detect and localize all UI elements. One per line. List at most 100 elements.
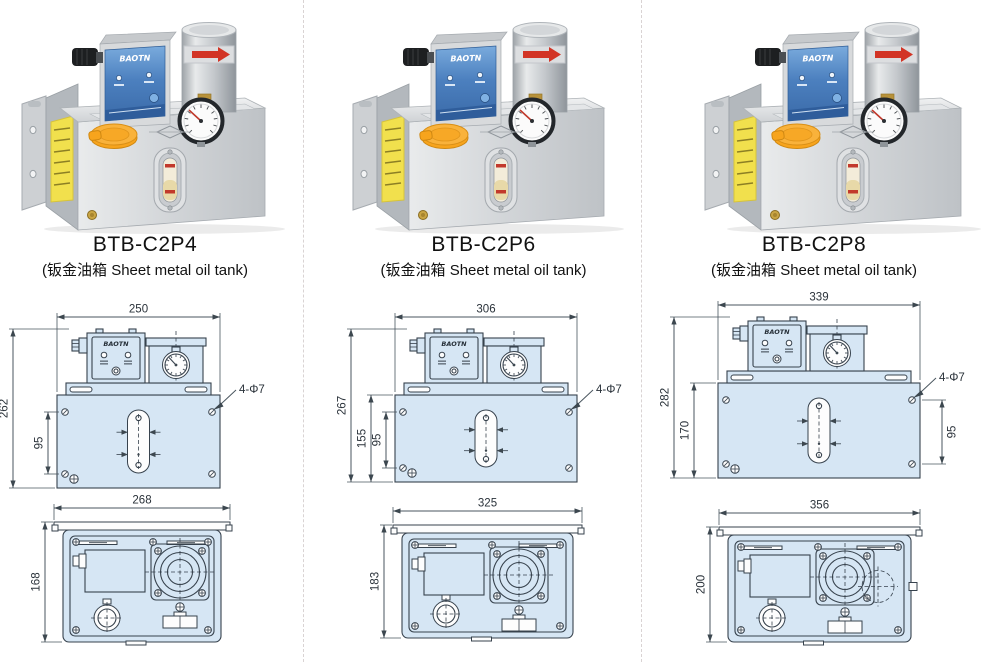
- mounting-hole: [908, 460, 916, 468]
- mounting-hole: [399, 464, 407, 472]
- mounting-plate: [65, 382, 212, 396]
- oil-level-window: [484, 147, 518, 213]
- top-depth-dim-label: 168: [31, 572, 43, 591]
- brand-logo-text: BAOTN: [103, 340, 129, 348]
- column-divider: [641, 0, 642, 662]
- top-view-svg: 356 200: [696, 500, 923, 646]
- screw: [537, 592, 545, 600]
- front-tank-height-dim-label: 170: [680, 421, 692, 440]
- product-photo: BAOTN: [333, 2, 633, 234]
- drain-plug: [87, 210, 97, 220]
- power-indicator: [116, 75, 122, 81]
- cable-gland-top: [72, 553, 87, 569]
- control-box-top: [423, 552, 485, 596]
- indicator-lights: [761, 339, 793, 353]
- top-view-drawing: 268 168: [0, 495, 303, 662]
- mounting-plate: [726, 370, 912, 384]
- top-plate-outline: [734, 540, 905, 637]
- mounting-hole: [722, 396, 730, 404]
- front-width-dim-label: 339: [809, 292, 828, 304]
- control-box-top: [84, 549, 146, 593]
- cable-gland-top: [737, 558, 752, 574]
- oil-level-window: [153, 147, 187, 213]
- screw: [493, 592, 501, 600]
- mounting-hole: [61, 408, 69, 416]
- drain-plug: [770, 210, 780, 220]
- control-unit: BAOTN: [732, 316, 807, 372]
- cable-gland: [71, 337, 88, 354]
- filler-cap-top: [756, 598, 788, 634]
- mounting-hole: [565, 408, 573, 416]
- product-model-name: BTB-C2P8: [761, 233, 867, 256]
- red-arrow-label: [875, 47, 913, 62]
- screw: [894, 626, 902, 634]
- mounting-hole: [722, 460, 730, 468]
- control-panel: BAOTN: [782, 31, 860, 129]
- filler-cap-top: [430, 594, 462, 630]
- front-width-dim: 250: [57, 304, 220, 320]
- tank-left-face: [376, 83, 410, 231]
- control-button: [111, 366, 121, 376]
- front-width-dim-label: 250: [129, 304, 148, 316]
- outlet-fitting: [162, 602, 198, 629]
- outlet-fitting: [501, 605, 537, 632]
- screw: [72, 626, 80, 634]
- drain-plug: [69, 474, 79, 484]
- control-panel: BAOTN: [99, 31, 177, 129]
- front-hole-spacing-dim-label: 95: [34, 437, 46, 450]
- control-unit: BAOTN: [71, 328, 146, 384]
- cable-gland: [403, 48, 434, 66]
- front-hole-spacing-dim: 95: [372, 412, 389, 468]
- screw: [154, 589, 162, 597]
- bottom-tab: [471, 636, 492, 642]
- pressure-gauge: [162, 346, 190, 379]
- screw: [488, 541, 496, 549]
- front-width-dim-label: 306: [476, 304, 495, 316]
- cable-gland: [72, 48, 103, 66]
- oil-level-sight-glass: [464, 409, 508, 468]
- top-width-dim: 268: [54, 495, 230, 511]
- brand-logo-text: BAOTN: [450, 53, 482, 63]
- panel-button: [832, 93, 842, 103]
- top-depth-dim-label: 200: [696, 575, 708, 594]
- screw: [411, 622, 419, 630]
- power-indicator: [799, 75, 805, 81]
- top-width-dim: 356: [719, 500, 920, 516]
- brand-logo-text: BAOTN: [802, 53, 834, 63]
- front-tank-height-dim-label: 155: [357, 429, 369, 448]
- cable-gland-top: [411, 556, 426, 572]
- motor-top: [145, 538, 215, 606]
- front-width-dim: 339: [718, 292, 920, 308]
- filler-cap-top: [91, 598, 123, 634]
- drain-plug: [418, 210, 428, 220]
- top-depth-dim: 168: [31, 522, 48, 642]
- drain-plug: [730, 464, 740, 474]
- top-width-dim-label: 356: [810, 500, 829, 512]
- filler-cap: [419, 123, 469, 149]
- mounting-hole: [208, 408, 216, 416]
- panel-button: [480, 93, 490, 103]
- mounting-hole: [908, 396, 916, 404]
- product-subtitle: (钣金油箱 Sheet metal oil tank): [711, 262, 917, 279]
- screw: [556, 622, 564, 630]
- top-depth-dim: 183: [370, 525, 387, 638]
- front-height-dim-label: 282: [660, 388, 672, 407]
- screw: [737, 543, 745, 551]
- screw: [556, 541, 564, 549]
- front-height-dim: 267: [337, 329, 354, 482]
- mounting-hole: [565, 464, 573, 472]
- mounting-hole: [208, 470, 216, 478]
- tank-top-outline: [727, 534, 912, 643]
- emblem: [480, 125, 522, 139]
- bottom-tab: [125, 640, 147, 646]
- mounting-flange: [352, 95, 378, 211]
- mounting-holes-callout: 4-Φ7: [570, 384, 622, 410]
- oil-level-sight-glass: [797, 397, 841, 464]
- side-port: [858, 566, 918, 607]
- screw: [493, 550, 501, 558]
- front-hole-spacing-dim-label: 95: [947, 426, 959, 439]
- red-arrow-label: [192, 47, 230, 62]
